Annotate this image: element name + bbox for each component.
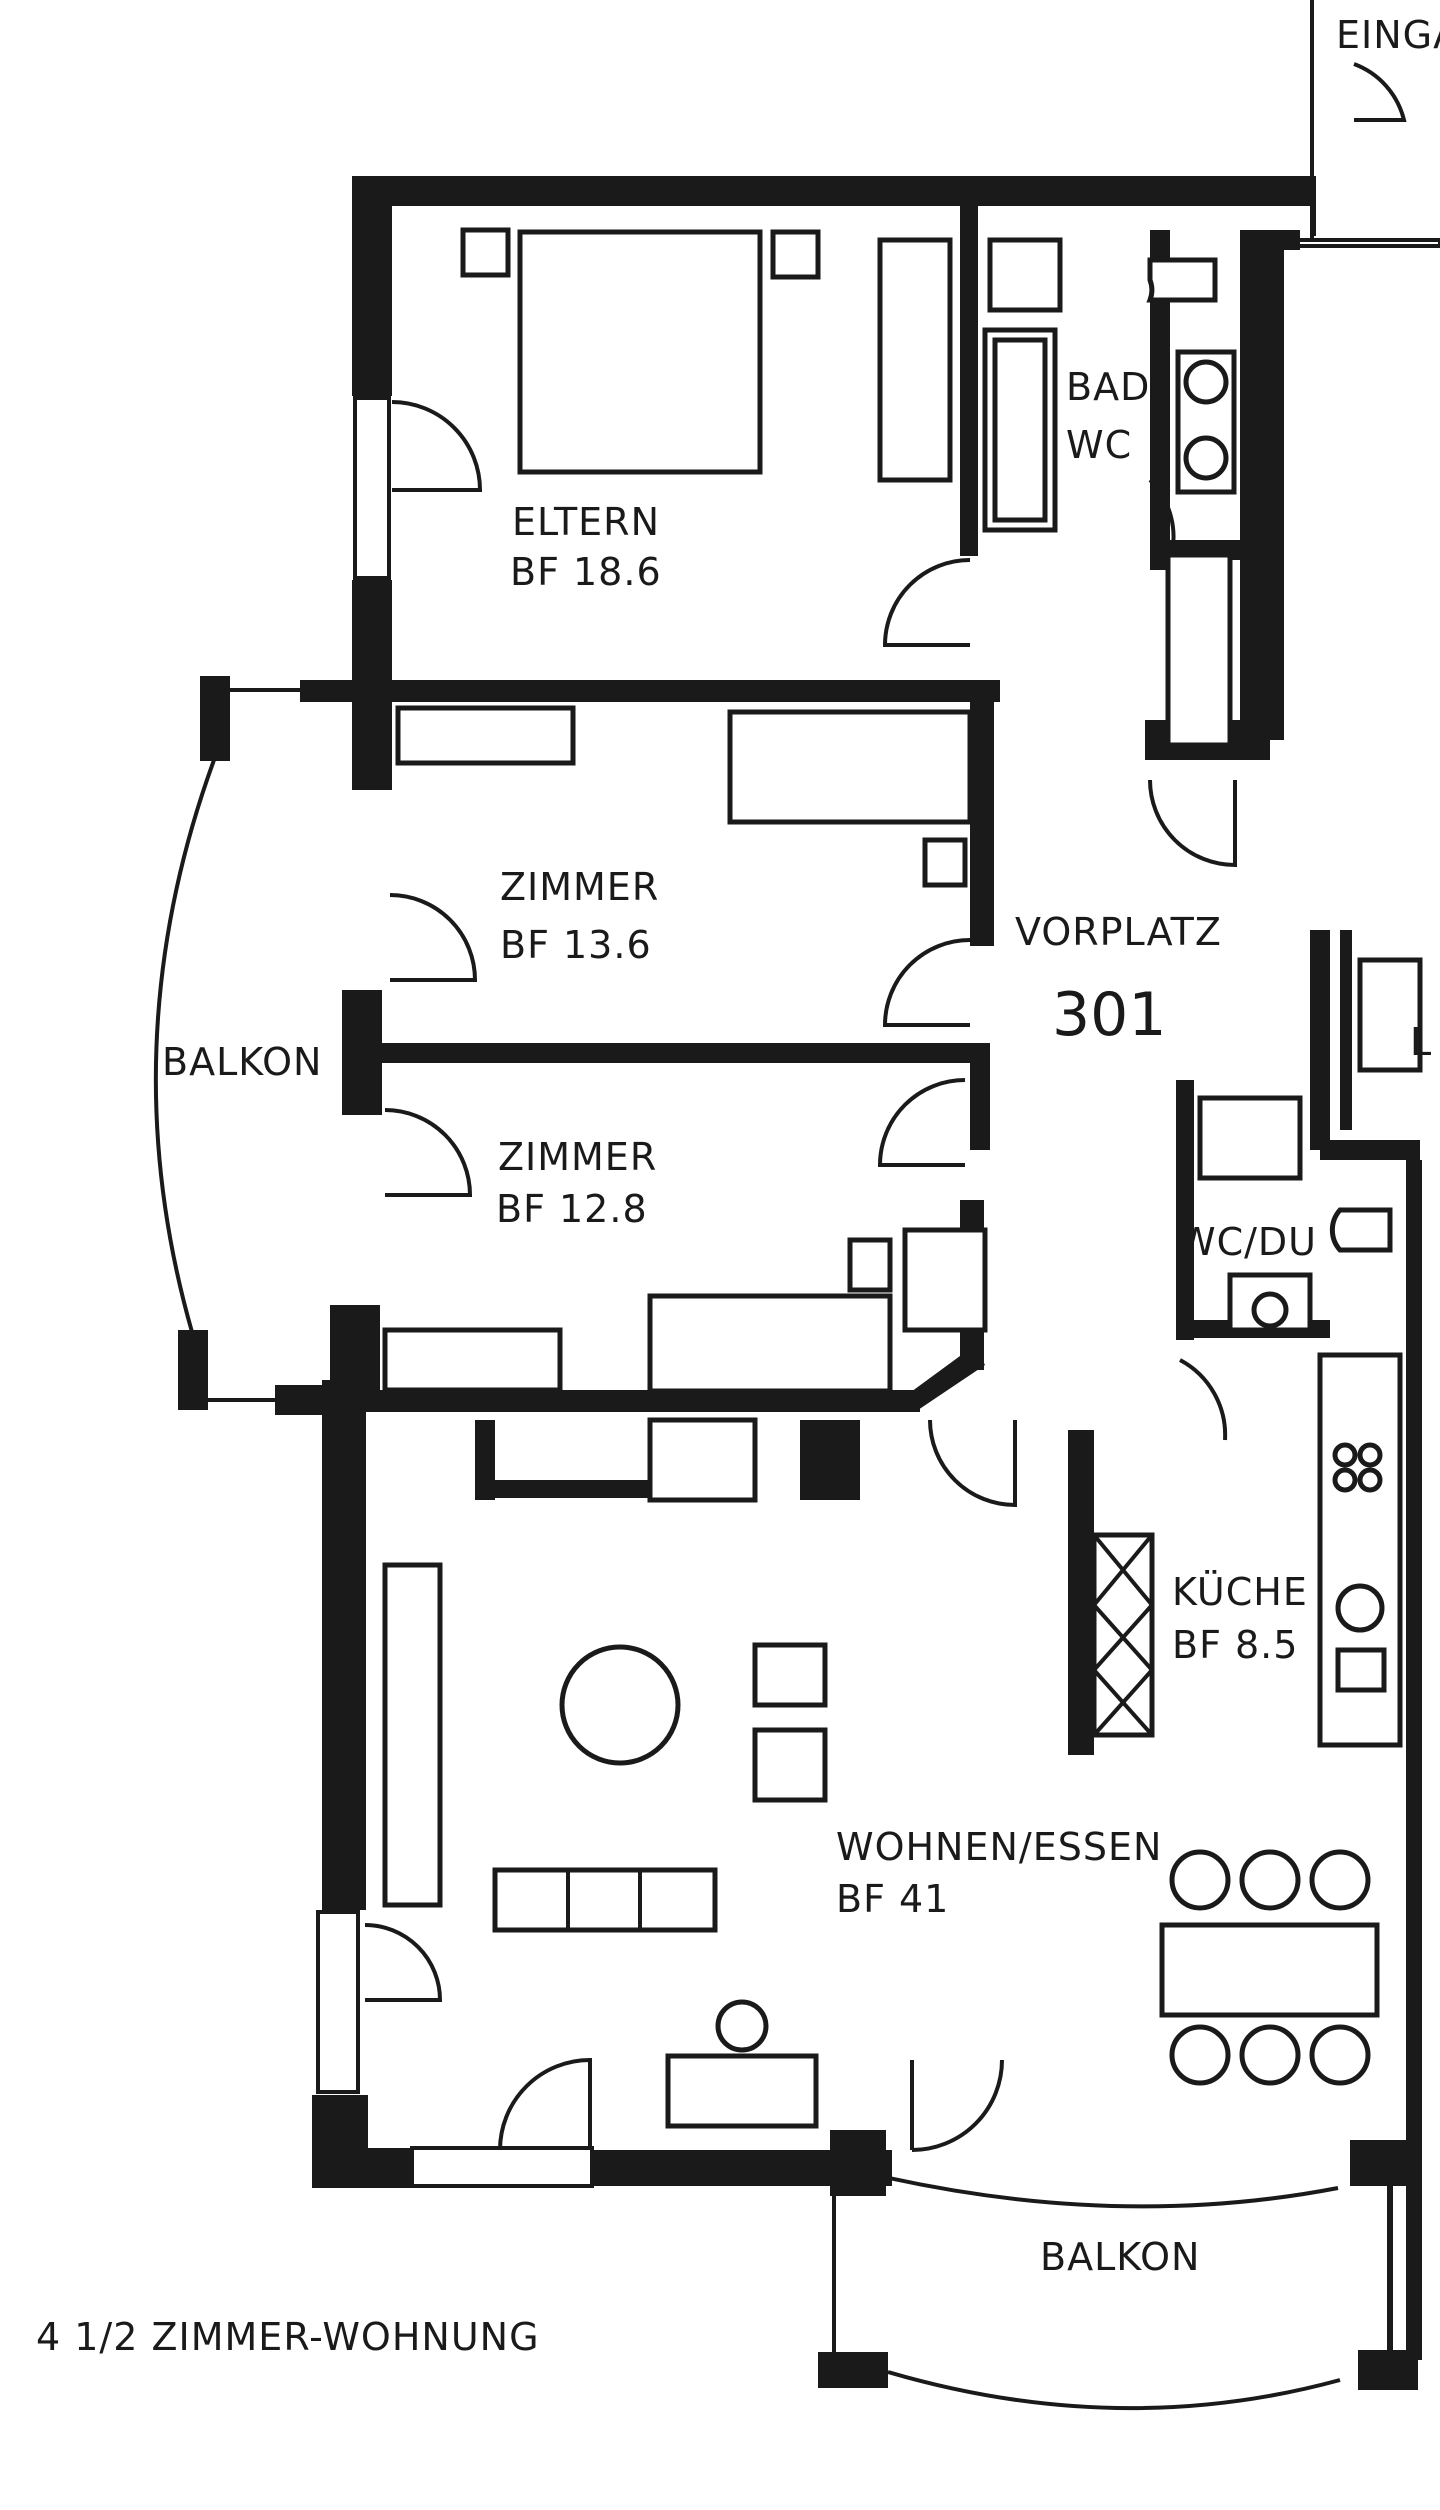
room-zimmer2-area: BF 12.8: [496, 1187, 648, 1231]
room-eltern-area: BF 18.6: [510, 550, 662, 594]
partial-room-label: L: [1410, 1020, 1432, 1064]
room-zimmer1-area: BF 13.6: [500, 923, 652, 967]
balkon-south-label: BALKON: [1040, 2235, 1200, 2279]
entrance-label: EINGA: [1336, 13, 1440, 57]
room-wohnen-area: BF 41: [836, 1877, 949, 1921]
room-eltern-name: ELTERN: [512, 500, 660, 544]
room-labels: EINGA ELTERN BF 18.6 BAD WC ZIMMER BF 13…: [36, 13, 1440, 2359]
room-vorplatz-number: 301: [1052, 980, 1167, 1050]
door-swings: [364, 0, 1407, 2152]
room-wcdu-name: WC/DU: [1178, 1220, 1317, 1264]
balconies: [153, 676, 1418, 2411]
room-kueche-name: KÜCHE: [1172, 1570, 1308, 1614]
room-zimmer1-name: ZIMMER: [500, 865, 659, 909]
room-zimmer2-name: ZIMMER: [498, 1135, 657, 1179]
plan-caption: 4 1/2 ZIMMER-WOHNUNG: [36, 2315, 540, 2359]
room-bad-line1: BAD: [1066, 365, 1150, 409]
walls: [312, 176, 1440, 2360]
room-kueche-area: BF 8.5: [1172, 1623, 1298, 1667]
room-wohnen-name: WOHNEN/ESSEN: [836, 1825, 1162, 1869]
balkon-west-label: BALKON: [162, 1040, 322, 1084]
room-bad-line2: WC: [1066, 423, 1132, 467]
room-vorplatz-name: VORPLATZ: [1015, 910, 1222, 954]
furniture: [382, 227, 1423, 2129]
